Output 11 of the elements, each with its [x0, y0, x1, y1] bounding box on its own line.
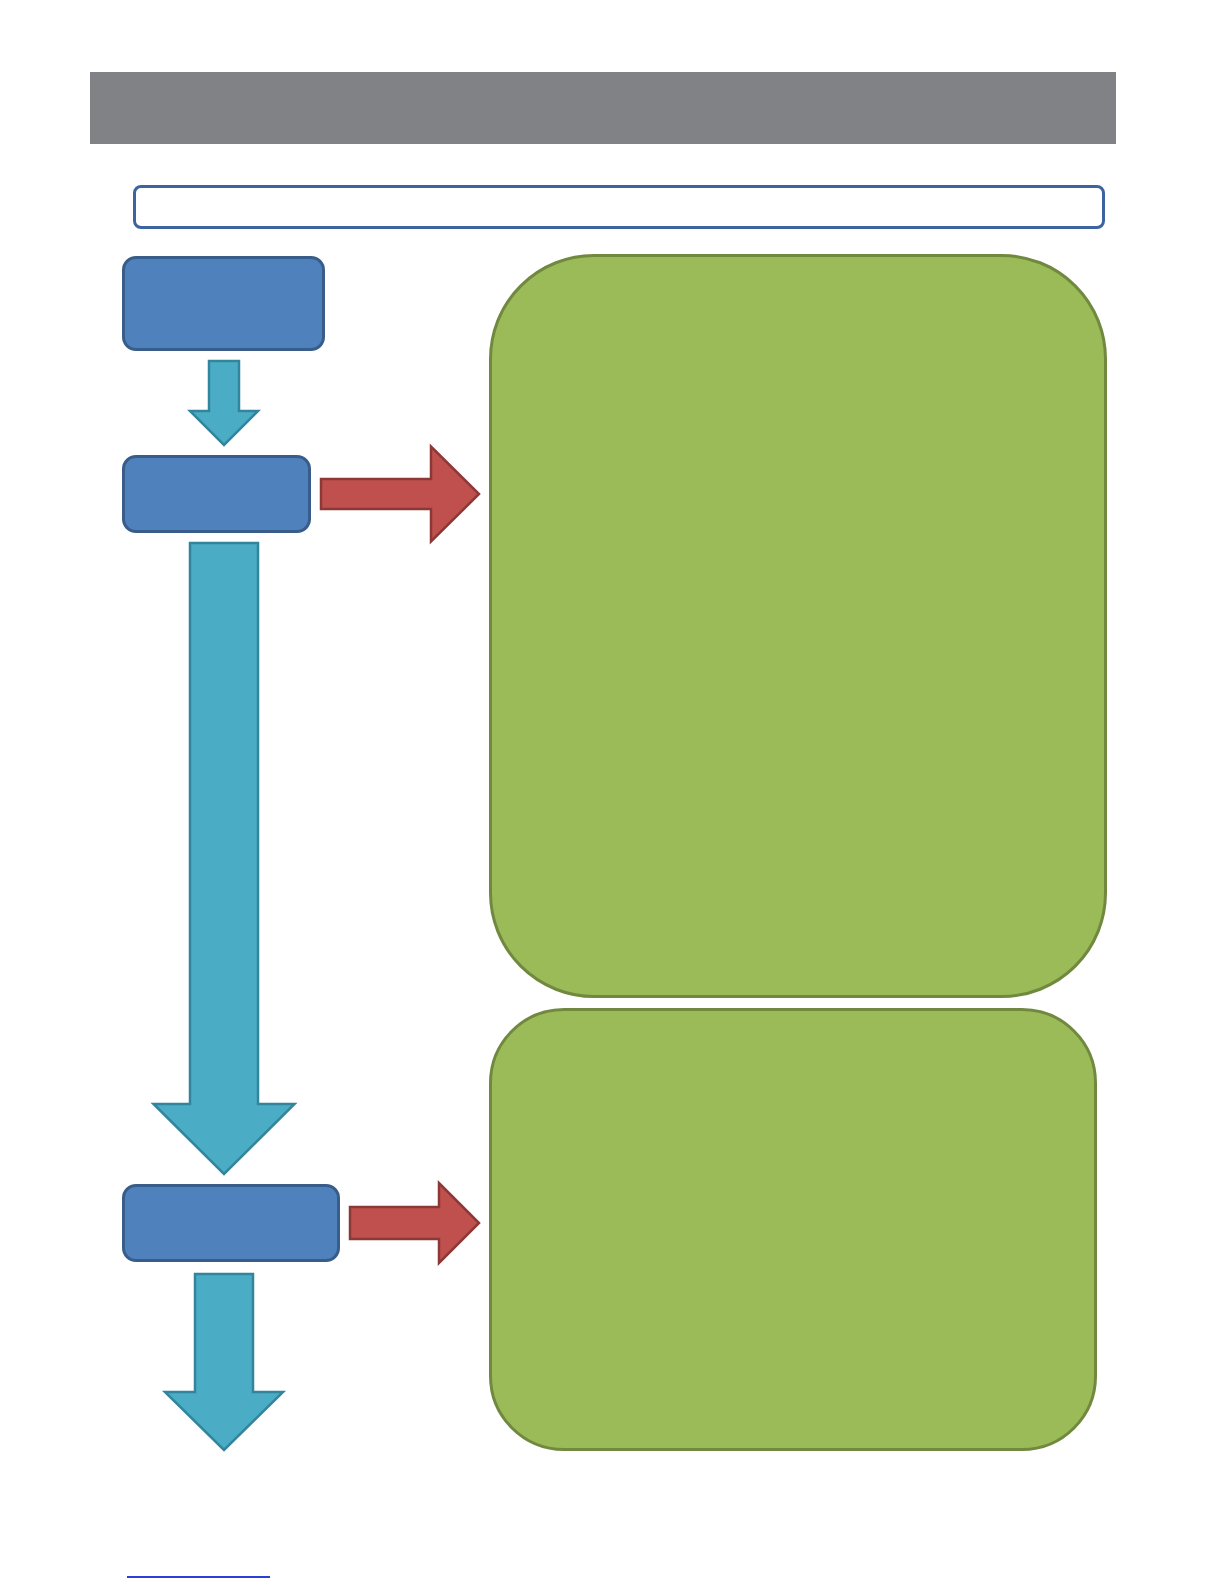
- block-arrow: [348, 1180, 481, 1266]
- content-panel: [489, 254, 1107, 998]
- process-box: [122, 455, 311, 533]
- block-arrow: [150, 541, 298, 1176]
- content-panel: [489, 1008, 1097, 1451]
- process-box: [122, 1184, 340, 1262]
- process-box: [122, 256, 325, 351]
- block-arrow: [187, 359, 261, 447]
- title-banner: [133, 185, 1105, 229]
- block-arrow: [319, 443, 481, 545]
- block-arrow: [161, 1272, 287, 1452]
